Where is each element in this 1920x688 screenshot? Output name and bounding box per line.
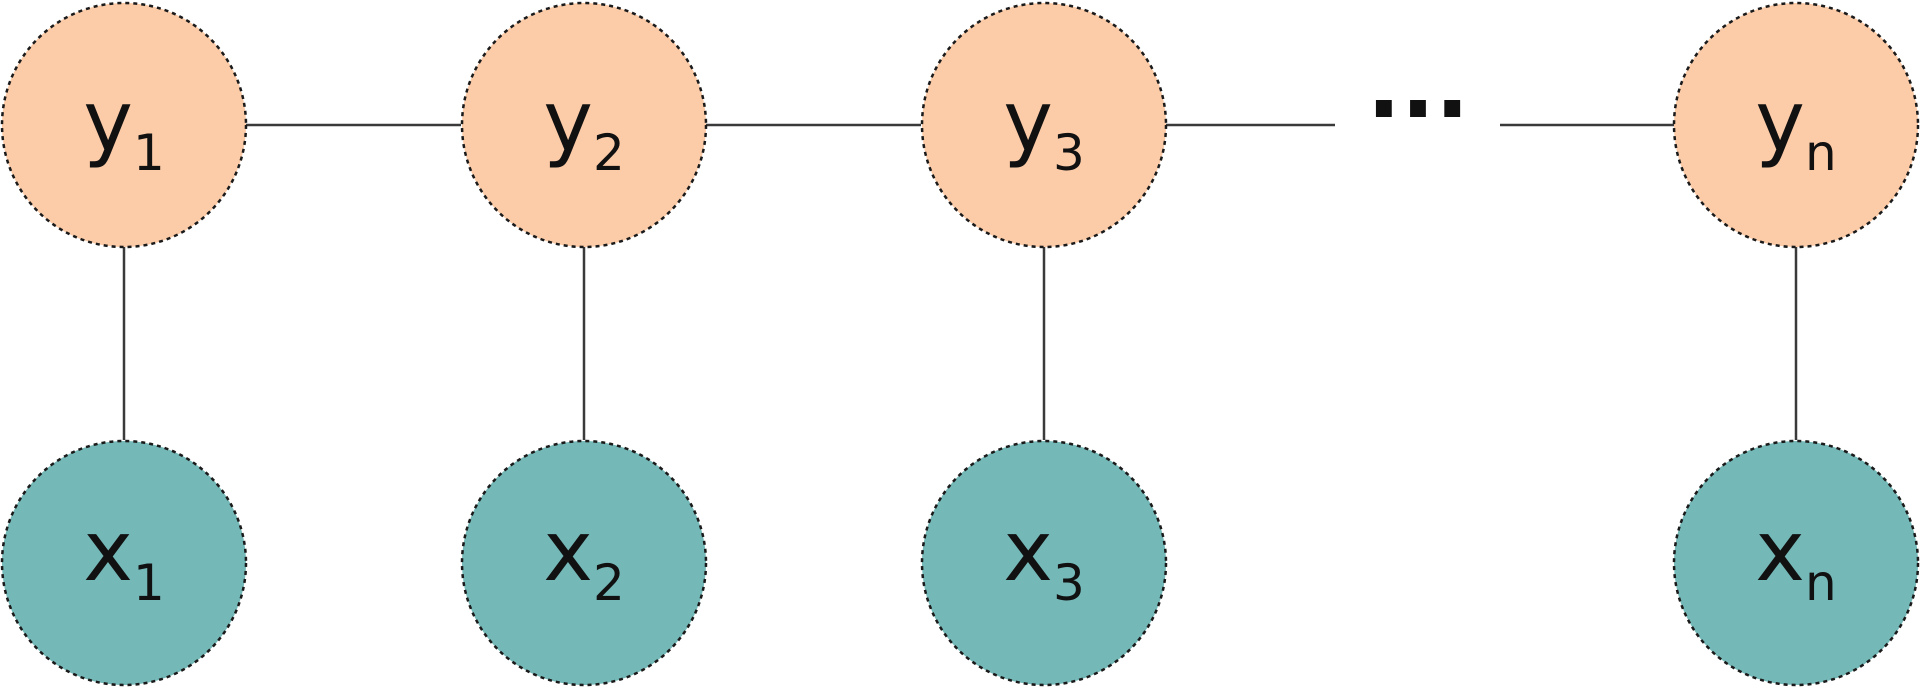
node-xn: xn	[1672, 439, 1920, 687]
node-x1: x1	[0, 439, 248, 687]
node-x3-base: x	[1003, 502, 1053, 600]
node-x1-circle	[0, 439, 248, 687]
node-y1-circle	[0, 1, 248, 249]
node-yn-sub: n	[1805, 124, 1837, 182]
node-yn: yn	[1672, 1, 1920, 249]
node-y3-circle	[920, 1, 1168, 249]
chain-ellipsis: ···	[1367, 57, 1470, 162]
node-yn-circle	[1672, 1, 1920, 249]
node-y1-label: y1	[83, 72, 165, 182]
node-x3-label: x3	[1003, 502, 1085, 612]
node-y3-base: y	[1003, 72, 1053, 170]
node-y3-sub: 3	[1053, 124, 1085, 182]
node-y3: y3	[920, 1, 1168, 249]
node-x1-sub: 1	[133, 554, 165, 612]
hidden-nodes: y1 y2 y3 yn	[0, 1, 1920, 249]
node-x1-base: x	[83, 502, 133, 600]
node-y2-label: y2	[543, 72, 625, 182]
node-y1-sub: 1	[133, 124, 165, 182]
node-y2-sub: 2	[593, 124, 625, 182]
node-xn-circle	[1672, 439, 1920, 687]
node-x2-base: x	[543, 502, 593, 600]
node-y3-label: y3	[1003, 72, 1085, 182]
node-x1-label: x1	[83, 502, 165, 612]
node-yn-label: yn	[1755, 72, 1836, 182]
edges	[122, 123, 1798, 440]
node-x3: x3	[920, 439, 1168, 687]
node-xn-base: x	[1755, 502, 1805, 600]
node-y1-base: y	[83, 72, 133, 170]
node-x2-label: x2	[543, 502, 625, 612]
node-y2: y2	[460, 1, 708, 249]
node-x2: x2	[460, 439, 708, 687]
node-y2-circle	[460, 1, 708, 249]
node-x2-circle	[460, 439, 708, 687]
node-x3-circle	[920, 439, 1168, 687]
node-yn-base: y	[1755, 72, 1805, 170]
node-y1: y1	[0, 1, 248, 249]
node-xn-sub: n	[1805, 554, 1837, 612]
node-x2-sub: 2	[593, 554, 625, 612]
node-x3-sub: 3	[1053, 554, 1085, 612]
observed-nodes: x1 x2 x3 xn	[0, 439, 1920, 687]
node-xn-label: xn	[1755, 502, 1836, 612]
node-y2-base: y	[543, 72, 593, 170]
